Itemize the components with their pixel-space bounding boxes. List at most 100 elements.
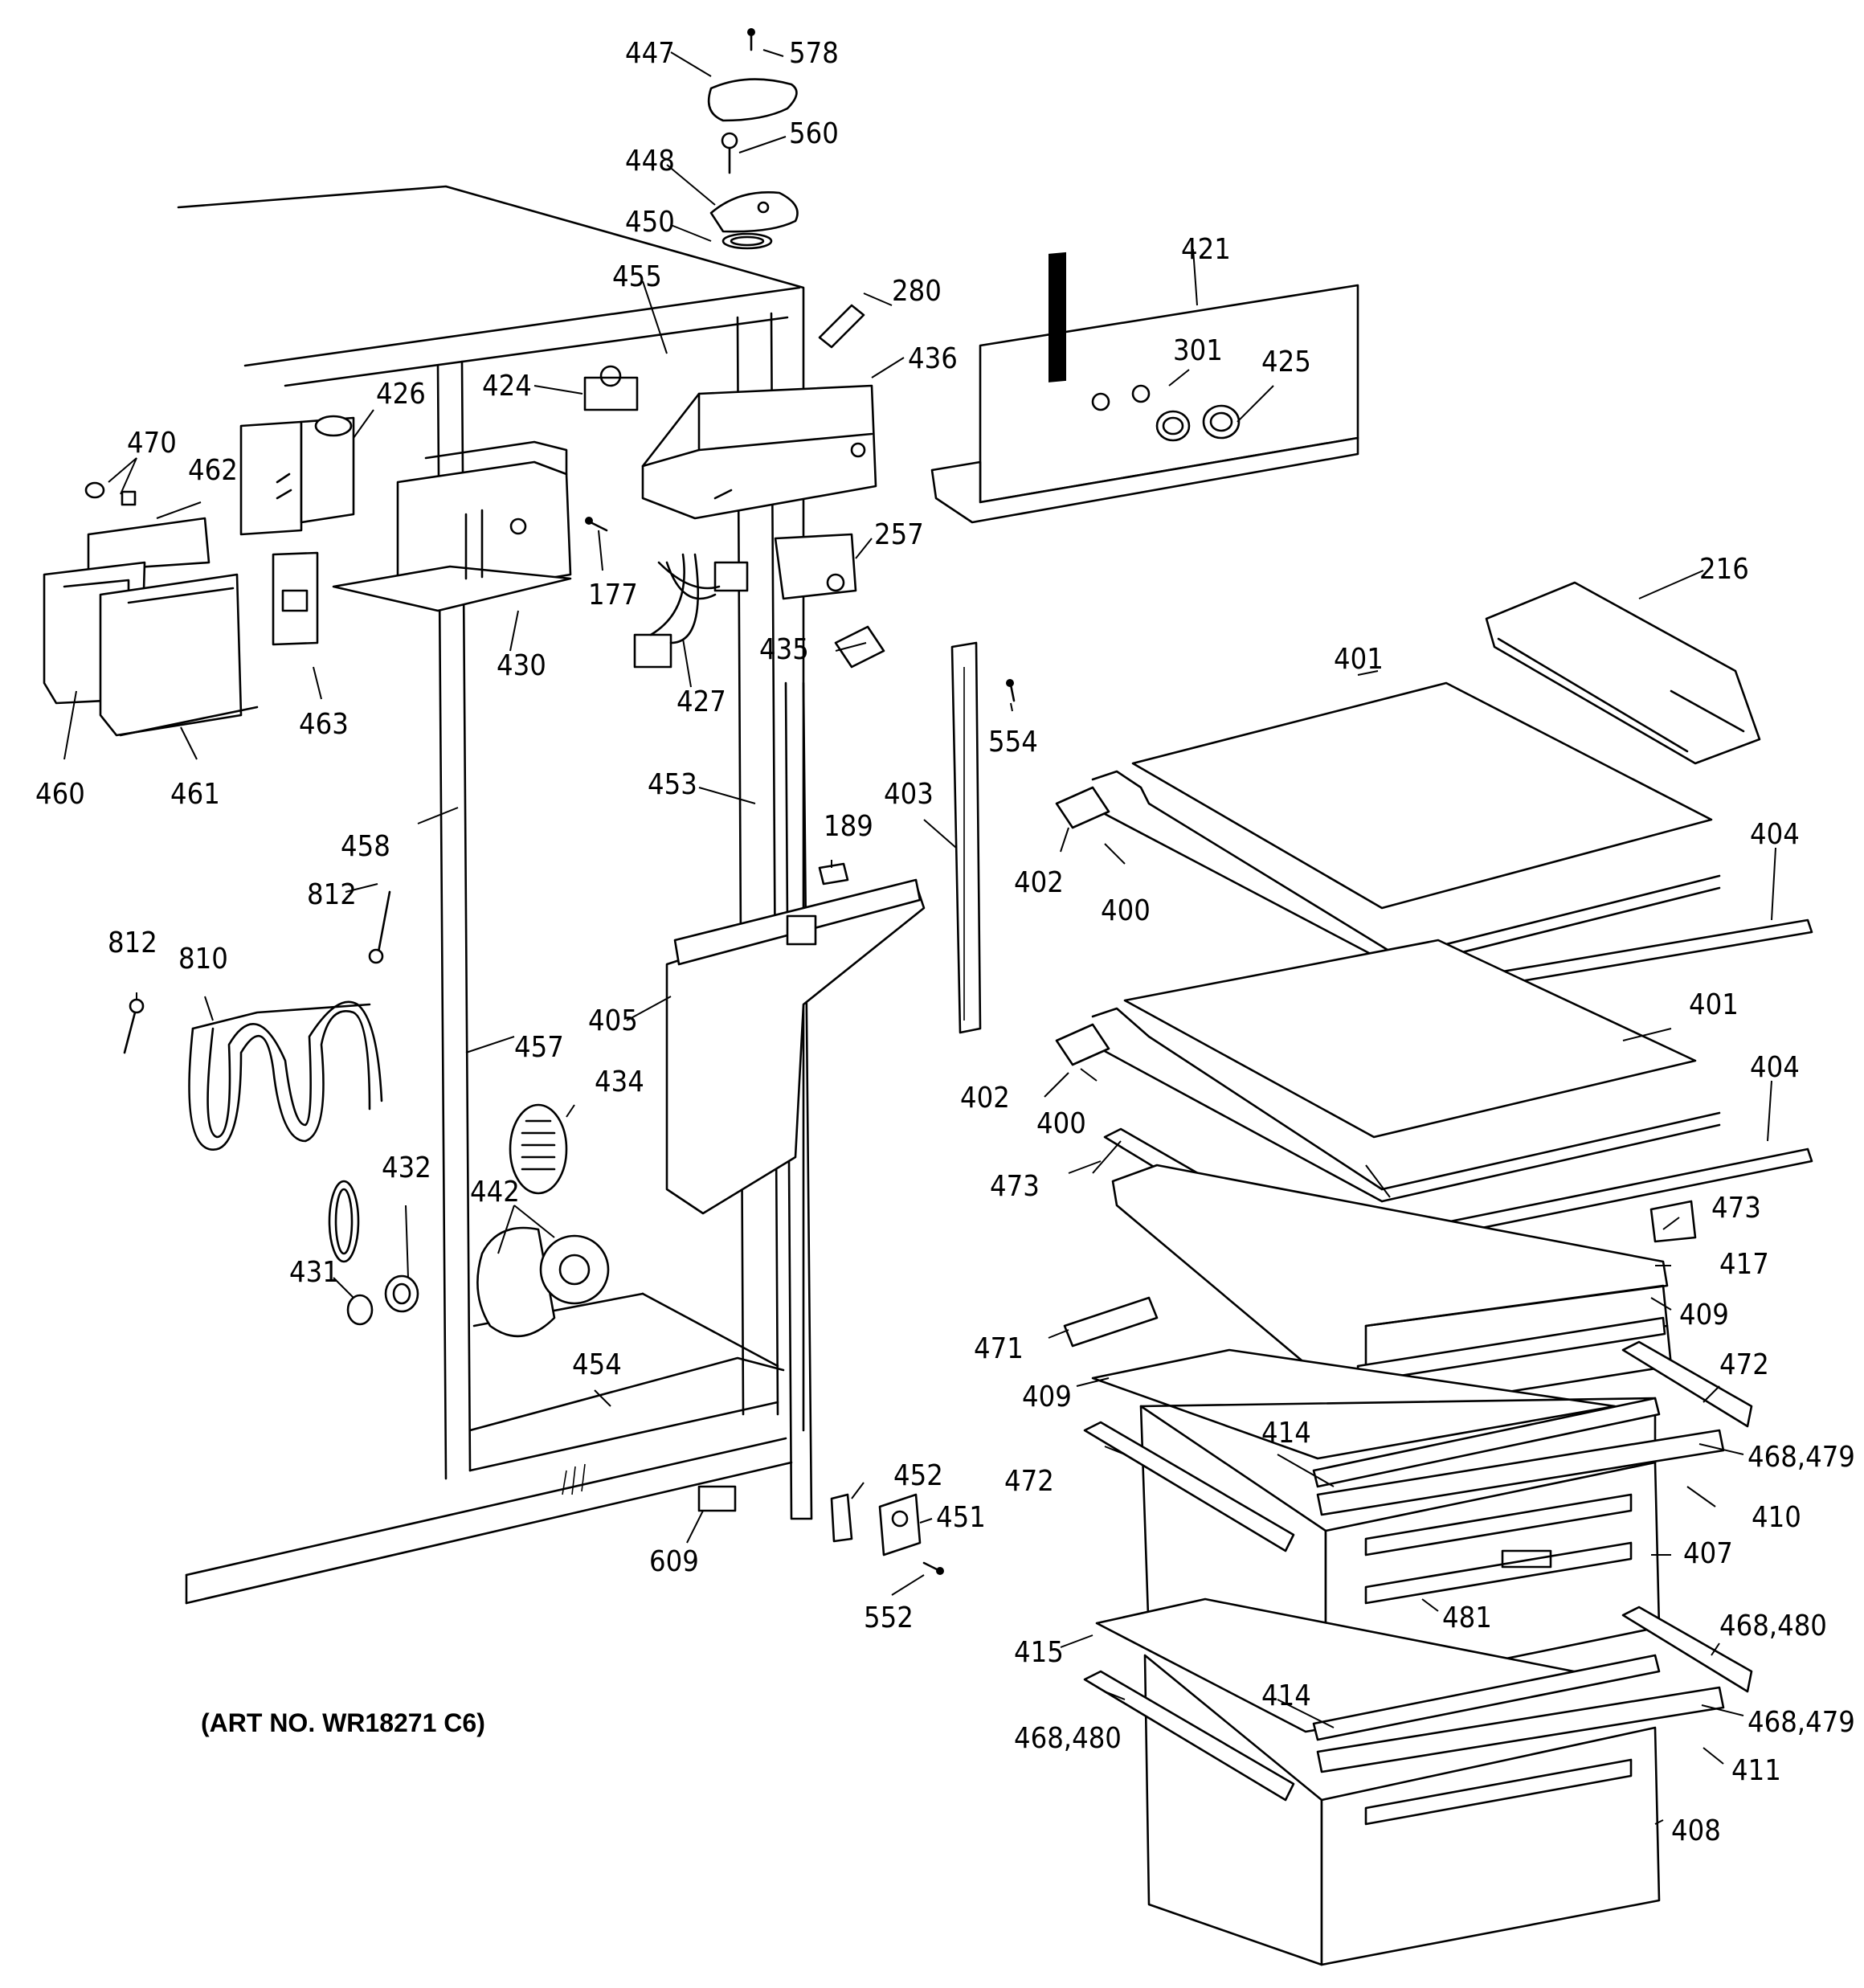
control-housing-436: [641, 384, 877, 520]
cover-support-414-upper: [1312, 1397, 1661, 1488]
shelf-bin-216: [1485, 581, 1761, 765]
pan-support-417: [1063, 1296, 1159, 1348]
label-468-479-right: 472: [1719, 1348, 1769, 1381]
label-468-479-left: 472: [1004, 1465, 1054, 1498]
drawer-rail-468-479-right: [1621, 1340, 1753, 1428]
control-knob-425: [1202, 404, 1241, 440]
drawer-rail-468-480-right: [1621, 1606, 1753, 1693]
label-404-lower: 404: [1750, 1051, 1800, 1084]
label-473-left: 473: [990, 1170, 1040, 1203]
air-duct-430: [332, 440, 572, 612]
label-448: 448: [625, 145, 675, 178]
drawer-rail-468-480-left: [1083, 1670, 1295, 1802]
top-hinge-448: [709, 191, 799, 233]
label-417: 471: [974, 1332, 1024, 1365]
label-401-lower: 401: [1689, 988, 1739, 1021]
grommet-431: [346, 1294, 374, 1326]
label-455: 455: [612, 260, 662, 293]
label-435: 435: [759, 633, 809, 666]
switch-609: [697, 1485, 737, 1512]
art-number: (ART NO. WR18271 C6): [201, 1708, 485, 1737]
screw-177: [585, 517, 608, 532]
label-424: 424: [482, 370, 532, 403]
label-450: 450: [625, 206, 675, 239]
lower-hinge-451: [878, 1493, 922, 1556]
leader-lines: [63, 49, 1776, 1825]
label-408: 408: [1671, 1814, 1721, 1847]
ice-bin-support-405: [665, 878, 926, 1215]
label-400-upper: 400: [1101, 894, 1151, 927]
callout-labels: 447 578 560 448 450 455 280 421 436 301 …: [35, 37, 1855, 1847]
label-216: 216: [1699, 553, 1749, 586]
label-472: 409: [1679, 1299, 1729, 1331]
shelf-bracket-402-lower: [1055, 1023, 1110, 1066]
drain-gasket-431-ring: [328, 1180, 360, 1263]
label-402-lower: 402: [960, 1082, 1010, 1115]
control-knob-301: [1155, 410, 1191, 442]
label-551-upper: 468,479: [1748, 1441, 1855, 1474]
label-411: 411: [1731, 1754, 1781, 1787]
label-468-480-left: 468,480: [1014, 1722, 1122, 1755]
label-812-left: 812: [108, 927, 157, 959]
defrost-timer-257: [774, 533, 857, 600]
light-cover-461: [99, 573, 259, 737]
label-434: 434: [595, 1066, 644, 1098]
label-301: 301: [1173, 334, 1223, 367]
hinge-shim-450: [721, 232, 773, 250]
label-414-lower: 414: [1261, 1679, 1311, 1712]
tubing-812-right: [368, 890, 391, 964]
label-452: 452: [893, 1459, 943, 1492]
shelf-bracket-402-upper: [1055, 786, 1110, 829]
label-404-upper: 404: [1750, 818, 1800, 851]
label-189: 189: [824, 810, 873, 843]
label-425: 425: [1261, 346, 1311, 378]
light-shield-462: [87, 517, 211, 572]
label-280: 280: [892, 275, 942, 308]
label-458: 458: [341, 830, 390, 863]
meat-pan-471-472: [1111, 1164, 1673, 1416]
label-470: 470: [127, 427, 177, 460]
top-hinge-cover-447: [707, 78, 798, 122]
label-461: 461: [170, 778, 220, 811]
label-454: 454: [572, 1348, 622, 1381]
drain-tube-432: [384, 1274, 419, 1313]
label-405: 405: [588, 1004, 638, 1037]
label-554: 554: [988, 726, 1038, 759]
label-403: 403: [884, 778, 934, 811]
drain-heater-810: [188, 1000, 383, 1151]
label-430: 430: [497, 649, 546, 682]
shelf-glass-401-lower: [1123, 939, 1697, 1139]
bracket-452: [830, 1493, 853, 1543]
label-812-right: 812: [307, 878, 357, 911]
label-578: 578: [789, 37, 839, 70]
bracket-463: [272, 551, 319, 646]
control-panel-421: [930, 252, 1359, 524]
tubing-812-left: [123, 998, 145, 1054]
label-415: 415: [1014, 1636, 1064, 1669]
label-409: 409: [1022, 1381, 1072, 1413]
label-473-right: 473: [1711, 1192, 1761, 1225]
roller-280: [818, 304, 865, 349]
label-462: 462: [188, 454, 238, 487]
label-460: 460: [35, 778, 85, 811]
label-552: 552: [864, 1601, 914, 1634]
shelf-glass-401-upper: [1131, 681, 1713, 910]
screw-552: [922, 1561, 944, 1575]
label-463: 463: [299, 708, 349, 741]
label-457: 457: [514, 1031, 564, 1064]
label-810: 810: [178, 943, 228, 976]
label-431: 431: [289, 1256, 339, 1289]
light-socket-housing-426: [239, 415, 355, 536]
screw-578: [747, 28, 755, 51]
label-451: 451: [936, 1501, 986, 1534]
label-400-lower: 400: [1036, 1107, 1086, 1140]
label-442: 442: [470, 1176, 520, 1209]
label-407: 407: [1683, 1537, 1733, 1570]
grille-434: [509, 1103, 568, 1195]
label-609: 609: [649, 1545, 699, 1578]
label-421: 421: [1181, 233, 1231, 266]
cover-support-414-lower: [1312, 1654, 1661, 1741]
label-414-upper: 414: [1261, 1417, 1311, 1450]
label-468-480-right: 468,480: [1719, 1610, 1827, 1642]
